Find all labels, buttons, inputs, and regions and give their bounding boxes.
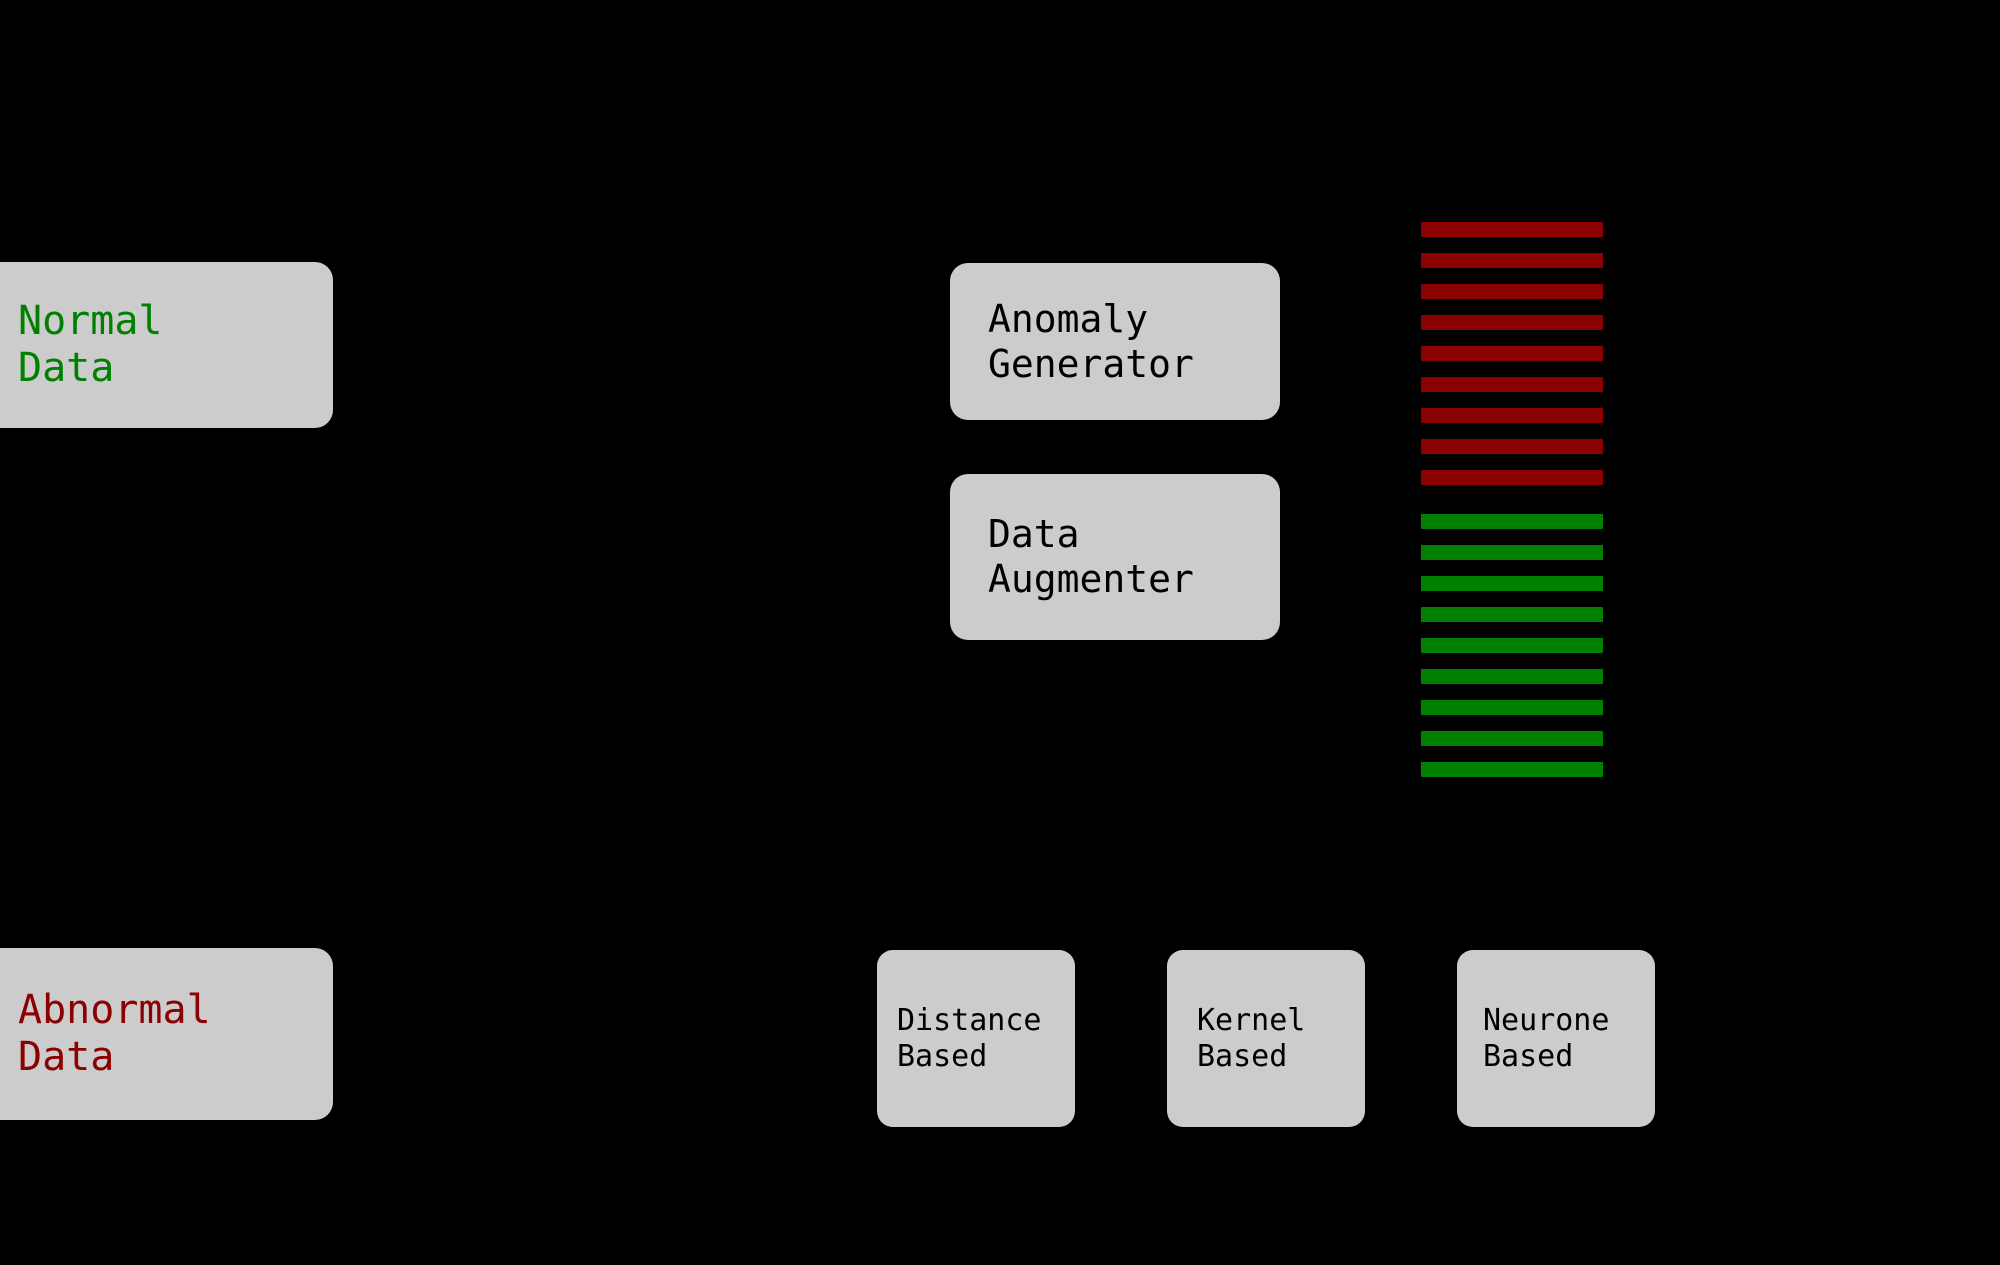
- sample-stripe-abnormal: [1421, 408, 1603, 423]
- sample-stripe-normal: [1421, 576, 1603, 591]
- sample-stripe-abnormal: [1421, 284, 1603, 299]
- node-distance-based-line1: Distance: [897, 1003, 1042, 1039]
- sample-stripe-abnormal: [1421, 377, 1603, 392]
- sample-stripe-abnormal: [1421, 439, 1603, 454]
- node-kernel-based[interactable]: Kernel Based: [1167, 950, 1365, 1127]
- node-anomaly-generator-line2: Generator: [988, 341, 1194, 386]
- node-neurone-based-line2: Based: [1483, 1038, 1574, 1074]
- sample-stripe-block: [1421, 222, 1603, 777]
- sample-stripe-normal: [1421, 762, 1603, 777]
- sample-stripe-abnormal: [1421, 315, 1603, 330]
- sample-stripe-abnormal: [1421, 346, 1603, 361]
- node-neurone-based-line1: Neurone: [1483, 1003, 1610, 1039]
- node-normal-data-line1: Normal: [18, 297, 163, 344]
- sample-stripe-abnormal: [1421, 253, 1603, 268]
- node-kernel-based-line2: Based: [1197, 1038, 1288, 1074]
- sample-stripe-normal: [1421, 514, 1603, 529]
- node-neurone-based[interactable]: Neurone Based: [1457, 950, 1655, 1127]
- node-abnormal-data-line1: Abnormal: [18, 986, 211, 1033]
- sample-stripe-abnormal: [1421, 470, 1603, 485]
- node-anomaly-generator-line1: Anomaly: [988, 296, 1149, 341]
- sample-stripe-normal: [1421, 607, 1603, 622]
- sample-stripe-normal: [1421, 731, 1603, 746]
- sample-stripe-normal: [1421, 545, 1603, 560]
- node-normal-data-line2: Data: [18, 345, 115, 391]
- sample-stripe-normal: [1421, 669, 1603, 684]
- sample-stripe-normal: [1421, 700, 1603, 715]
- node-data-augmenter-line2: Augmenter: [988, 557, 1194, 601]
- node-anomaly-generator[interactable]: Anomaly Generator: [950, 263, 1280, 420]
- sample-stripe-abnormal: [1421, 222, 1603, 237]
- node-data-augmenter-line1: Data: [988, 512, 1080, 557]
- node-normal-data[interactable]: Normal Data: [0, 262, 333, 428]
- node-abnormal-data[interactable]: Abnormal Data: [0, 948, 333, 1120]
- node-abnormal-data-line2: Data: [18, 1034, 115, 1080]
- node-kernel-based-line1: Kernel: [1197, 1003, 1306, 1039]
- node-distance-based-line2: Based: [897, 1038, 988, 1074]
- node-data-augmenter[interactable]: Data Augmenter: [950, 474, 1280, 640]
- sample-stripe-normal: [1421, 638, 1603, 653]
- node-distance-based[interactable]: Distance Based: [877, 950, 1075, 1127]
